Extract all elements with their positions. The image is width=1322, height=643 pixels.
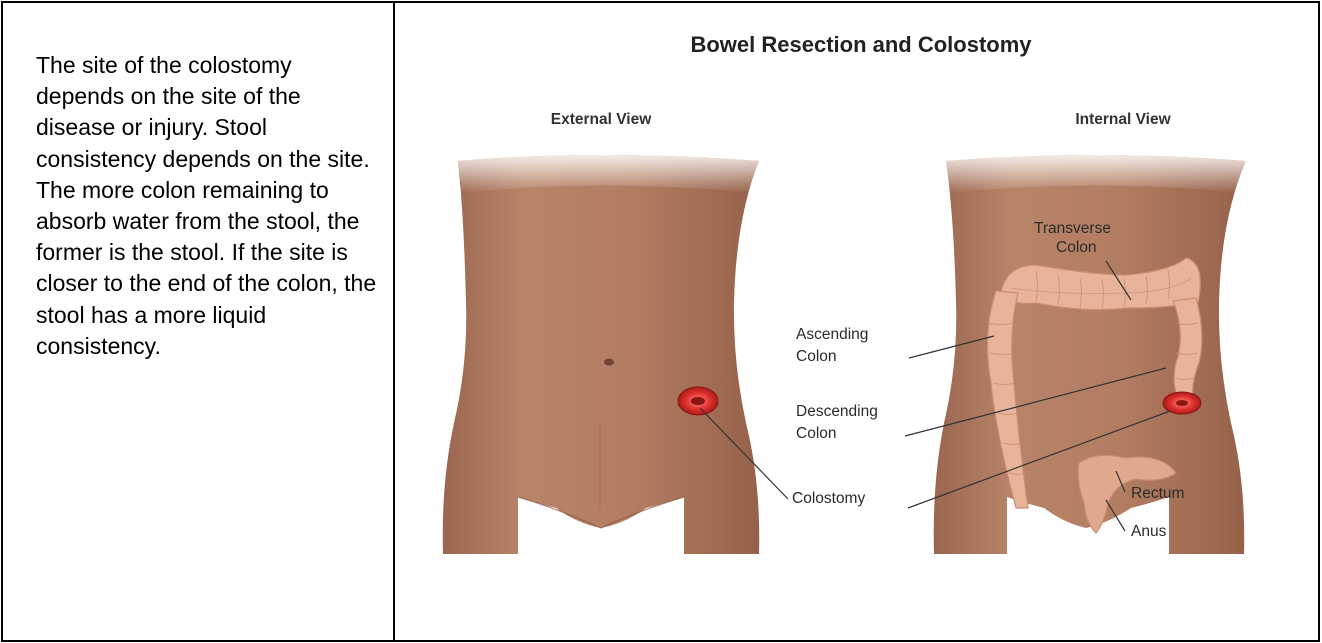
- label-descending-line1: Descending: [796, 403, 878, 420]
- external-torso: [443, 155, 760, 554]
- internal-stoma: [1163, 392, 1201, 414]
- label-transverse-line1: Transverse: [1034, 220, 1111, 237]
- column-divider: [393, 1, 395, 642]
- label-ascending-line1: Ascending: [796, 326, 868, 343]
- navel: [604, 359, 614, 366]
- external-stoma: [678, 387, 718, 415]
- label-descending-line2: Colon: [796, 425, 837, 442]
- label-anus: Anus: [1131, 523, 1167, 540]
- description-text: The site of the colostomy depends on the…: [36, 50, 381, 362]
- label-colostomy: Colostomy: [792, 490, 865, 507]
- colostomy-illustration: Bowel Resection and Colostomy External V…: [396, 3, 1318, 633]
- internal-view-label: Internal View: [1075, 111, 1171, 128]
- external-view-label: External View: [551, 111, 652, 128]
- label-transverse-line2: Colon: [1056, 239, 1097, 256]
- label-ascending-line2: Colon: [796, 348, 837, 365]
- figure-title: Bowel Resection and Colostomy: [690, 32, 1032, 57]
- label-rectum: Rectum: [1131, 485, 1184, 502]
